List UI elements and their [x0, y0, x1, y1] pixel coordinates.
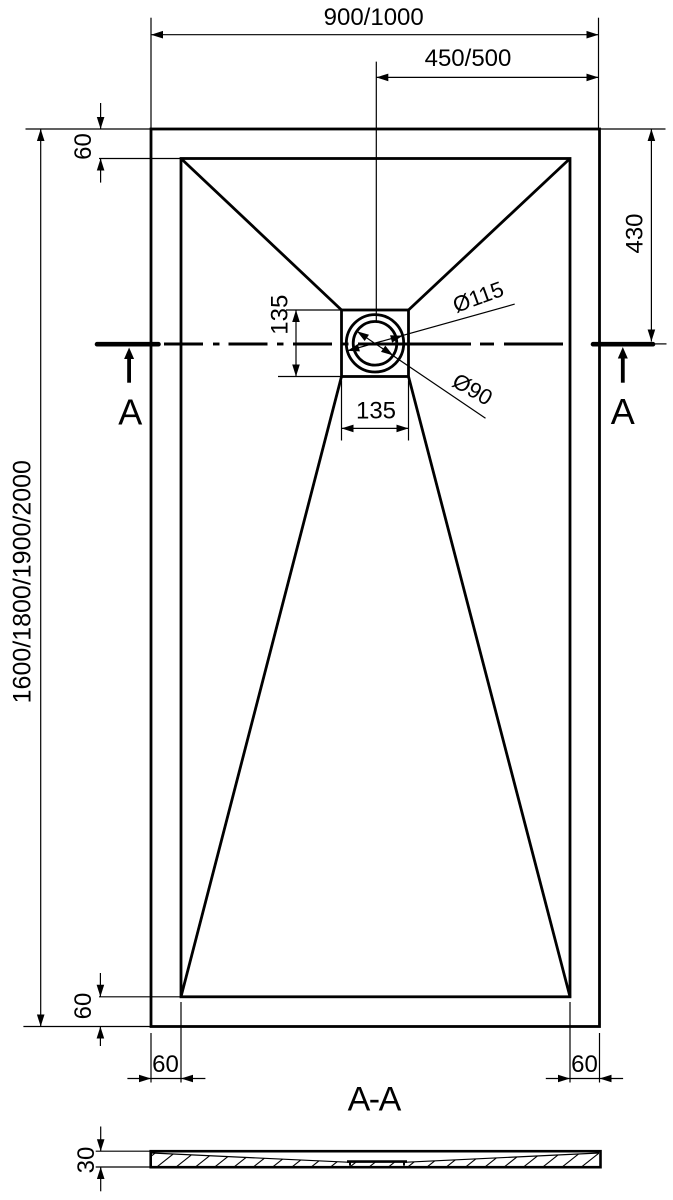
- svg-text:60: 60: [70, 993, 97, 1020]
- svg-text:60: 60: [70, 133, 97, 160]
- svg-text:430: 430: [621, 213, 648, 253]
- svg-text:1600/1800/1900/2000: 1600/1800/1900/2000: [9, 460, 37, 703]
- svg-text:A: A: [118, 392, 142, 433]
- svg-text:60: 60: [152, 1051, 179, 1078]
- svg-text:A: A: [611, 391, 635, 432]
- svg-text:60: 60: [571, 1051, 598, 1078]
- svg-text:135: 135: [356, 397, 396, 424]
- svg-text:30: 30: [73, 1147, 100, 1174]
- svg-text:450/500: 450/500: [425, 45, 512, 72]
- svg-text:A-A: A-A: [348, 1081, 402, 1119]
- svg-text:135: 135: [267, 295, 294, 335]
- svg-text:900/1000: 900/1000: [324, 4, 424, 31]
